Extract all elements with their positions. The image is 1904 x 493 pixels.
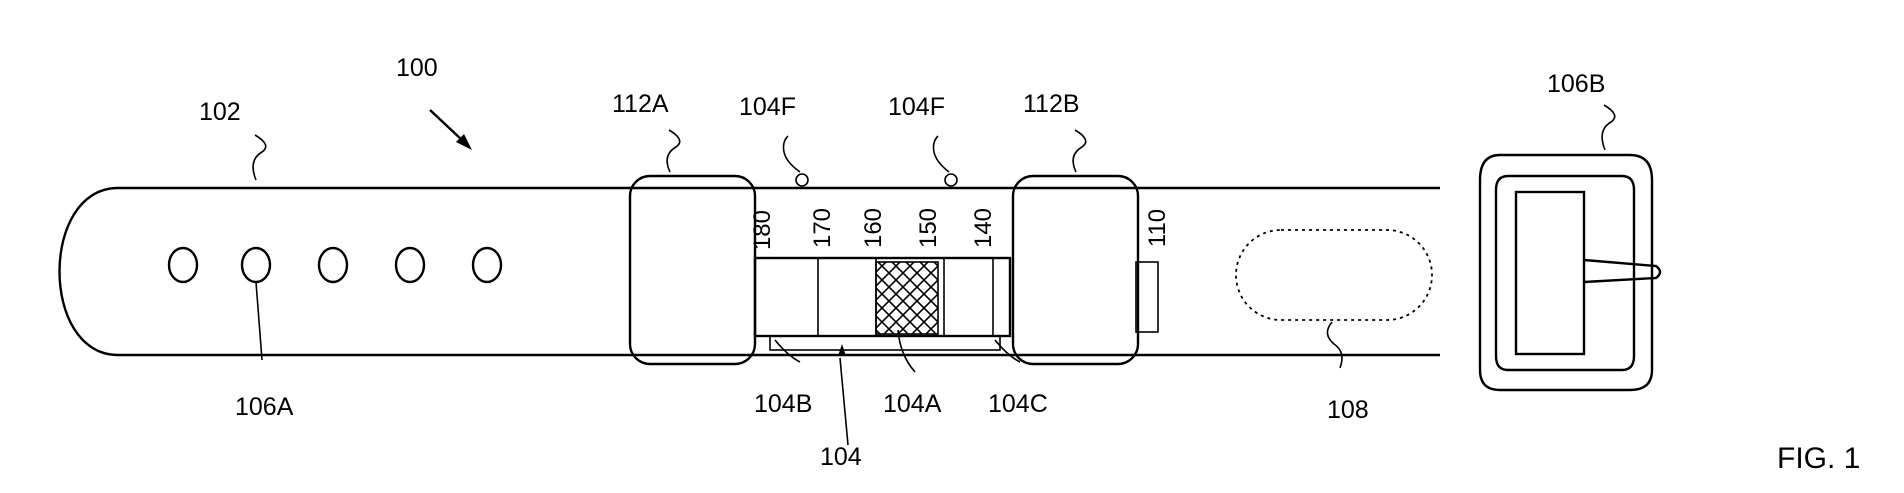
label-100: 100	[396, 54, 438, 82]
label-106A: 106A	[235, 393, 294, 421]
scale-tick: 110	[1144, 209, 1171, 247]
label-104F-left: 104F	[739, 93, 796, 121]
label-104F-right: 104F	[888, 93, 945, 121]
scale: 180 170 160 150 140 110	[749, 208, 1171, 250]
label-104: 104	[820, 443, 862, 471]
scale-tick: 160	[860, 208, 887, 248]
label-112A: 112A	[612, 90, 669, 118]
figure-title: FIG. 1	[1777, 442, 1860, 475]
belt-loop-right	[1013, 176, 1138, 364]
belt-hole	[169, 248, 197, 282]
belt-hole	[242, 248, 270, 282]
label-104A: 104A	[883, 390, 942, 418]
belt-loop-left	[630, 176, 755, 364]
belt-buckle	[1480, 155, 1660, 390]
sensor-bottom-bar	[770, 336, 1000, 350]
arrow-100	[430, 110, 472, 150]
label-106B: 106B	[1547, 70, 1605, 98]
buckle-prong	[1584, 260, 1660, 282]
belt-hole	[396, 248, 424, 282]
scale-tick: 180	[749, 210, 776, 250]
belt-hole	[473, 248, 501, 282]
sensor-end-tab	[1136, 262, 1158, 332]
scale-tick: 150	[915, 208, 942, 248]
sensor-module	[755, 258, 1158, 350]
sensor-element-104A	[876, 262, 938, 334]
belt-holes	[169, 248, 501, 282]
region-108	[1236, 230, 1432, 320]
belt-hole	[319, 248, 347, 282]
label-108: 108	[1327, 396, 1369, 424]
label-104B: 104B	[754, 390, 812, 418]
scale-tick: 170	[809, 208, 836, 248]
flag-marker-right	[945, 174, 957, 186]
flag-marker-left	[796, 174, 808, 186]
label-102: 102	[199, 98, 241, 126]
label-104C: 104C	[988, 390, 1048, 418]
scale-tick: 140	[970, 208, 997, 248]
label-112B: 112B	[1023, 90, 1080, 118]
